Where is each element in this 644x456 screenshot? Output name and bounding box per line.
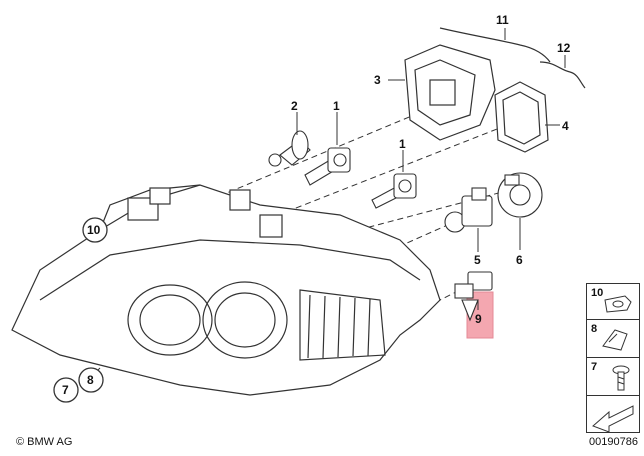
spring-nut-icon: [602, 329, 628, 351]
circled-label-10: 10: [82, 217, 108, 243]
legend-item-10[interactable]: 10: [586, 283, 640, 321]
arrow-box[interactable]: [586, 395, 640, 433]
svg-text:10: 10: [87, 223, 101, 237]
callout-12: 12: [557, 41, 571, 55]
bulb-part-1-lower: [371, 173, 417, 209]
cable-part-11: [439, 27, 551, 63]
circled-label-8: 8: [78, 367, 104, 393]
screw-icon: [612, 365, 630, 391]
callout-3: 3: [374, 73, 381, 87]
socket-part-5: [444, 187, 493, 233]
callout-11: 11: [496, 13, 509, 27]
svg-text:7: 7: [62, 383, 69, 397]
leader-lines: [89, 28, 566, 379]
cable-part-12: [539, 61, 586, 89]
gasket-part-4: [494, 81, 549, 153]
headlamp-housing: [11, 184, 441, 396]
socket-part-6: [497, 172, 543, 218]
copyright-text: © BMW AG: [16, 436, 73, 448]
bulb-part-1-upper: [304, 147, 351, 186]
diagram-id: 00190786: [589, 436, 638, 448]
cover-part-3: [404, 44, 496, 141]
legend-number-8: 8: [591, 323, 598, 335]
callout-5: 5: [474, 253, 481, 267]
legend-number-7: 7: [591, 361, 598, 373]
circled-label-7: 7: [53, 377, 79, 403]
callout-6: 6: [516, 253, 523, 267]
svg-text:8: 8: [87, 373, 94, 387]
callout-2: 2: [291, 99, 298, 113]
legend-item-8[interactable]: 8: [586, 319, 640, 359]
clip-icon: [604, 295, 632, 313]
callout-4: 4: [562, 119, 569, 133]
callout-1-upper: 1: [333, 99, 340, 113]
callout-9: 9: [475, 312, 482, 326]
arrow-icon: [592, 405, 634, 432]
legend-item-7[interactable]: 7: [586, 357, 640, 397]
callout-1-lower: 1: [399, 137, 406, 151]
bulb-holder-part-9: [454, 271, 493, 322]
legend-number-10: 10: [591, 287, 604, 299]
bulb-part-2: [268, 130, 311, 167]
